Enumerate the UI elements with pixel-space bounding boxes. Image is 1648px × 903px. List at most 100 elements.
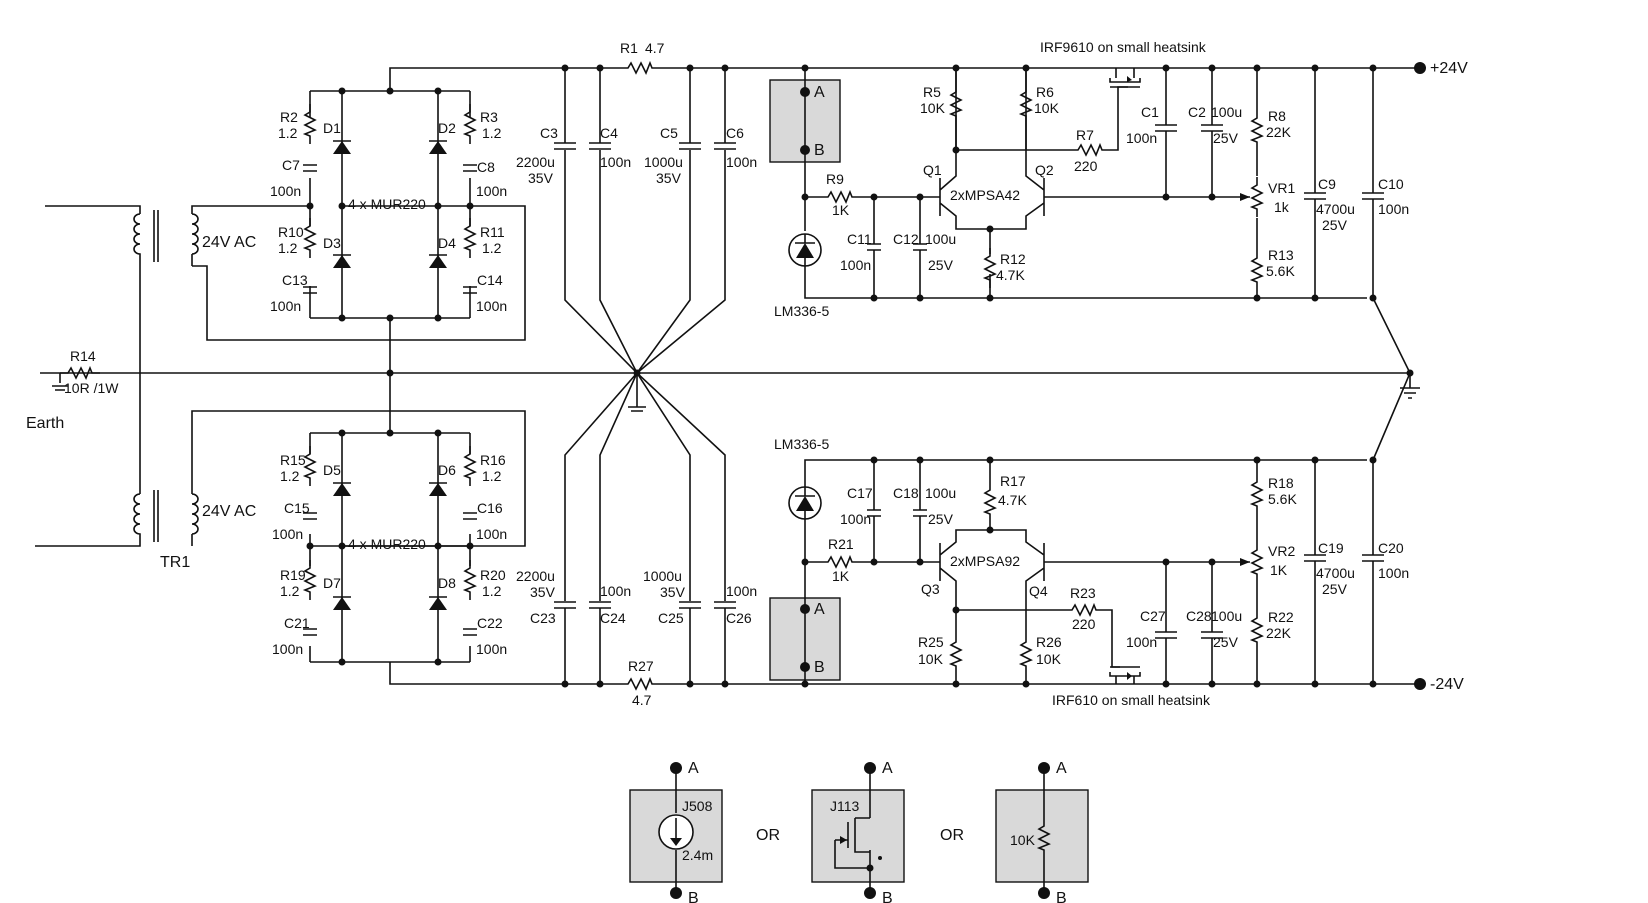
pos-mosfet-label: IRF9610 on small heatsink <box>1040 39 1207 55</box>
r25-name: R25 <box>918 634 944 650</box>
c9-name: C9 <box>1318 176 1336 192</box>
r20-name: R20 <box>480 567 506 583</box>
c12-v1: 100u <box>925 231 956 247</box>
r2-value: 1.2 <box>278 125 298 141</box>
or-label-2: OR <box>940 827 964 844</box>
neg-rail-label: -24V <box>1430 676 1464 693</box>
r19-value: 1.2 <box>280 583 300 599</box>
c18-v2: 25V <box>928 511 954 527</box>
d1: D1 <box>323 120 341 136</box>
sec-top-label: 24V AC <box>202 234 256 251</box>
r27-name: R27 <box>628 658 654 674</box>
c11-value: 100n <box>840 257 871 273</box>
c14-value: 100n <box>476 298 507 314</box>
c17-name: C17 <box>847 485 873 501</box>
bottom-bridge: 4 x MUR220 D5 D6 D7 D8 R15 1.2 R16 1.2 C… <box>272 369 555 685</box>
r10-name: R10 <box>278 224 304 240</box>
c24-value: 100n <box>600 583 631 599</box>
top-bridge: 4 x MUR220 D1 D2 D3 D4 R2 1.2 R3 1.2 C7 … <box>192 67 555 433</box>
pos-module-a: A <box>814 84 825 101</box>
r19-name: R19 <box>280 567 306 583</box>
vr2-value: 1K <box>1270 562 1288 578</box>
negative-regulator: A B R21 1K LM336-5 C17 100n C18 100u 25V… <box>769 369 1464 708</box>
neg-mosfet-label: IRF610 on small heatsink <box>1052 692 1211 708</box>
c28-v1: 100u <box>1211 608 1242 624</box>
r21-value: 1K <box>832 568 850 584</box>
vr1-name: VR1 <box>1268 180 1295 196</box>
pos-pair-label: 2xMPSA42 <box>950 187 1020 203</box>
r14-name: R14 <box>70 348 96 364</box>
c25-v2: 35V <box>660 584 686 600</box>
c12-v2: 25V <box>928 257 954 273</box>
neg-pair-label: 2xMPSA92 <box>950 553 1020 569</box>
r14-value: 10R /1W <box>64 380 119 396</box>
vr1-value: 1k <box>1274 199 1290 215</box>
c7-value: 100n <box>270 183 301 199</box>
opt2-pin-a: A <box>882 760 893 777</box>
r5-value: 10K <box>920 100 946 116</box>
r3-value: 1.2 <box>482 125 502 141</box>
c4-name: C4 <box>600 125 618 141</box>
earth-label: Earth <box>26 415 64 432</box>
c26-value: 100n <box>726 583 757 599</box>
c5-name: C5 <box>660 125 678 141</box>
r9-value: 1K <box>832 202 850 218</box>
c10-name: C10 <box>1378 176 1404 192</box>
c21-value: 100n <box>272 641 303 657</box>
r22-name: R22 <box>1268 609 1294 625</box>
r5-name: R5 <box>923 84 941 100</box>
c18-v1: 100u <box>925 485 956 501</box>
filter-section: R1 4.7 R27 4.7 C3 2200u 35V C4 100n C5 1… <box>516 40 1400 708</box>
transformer: 24V AC 24V AC TR1 <box>35 205 526 571</box>
c1-name: C1 <box>1141 104 1159 120</box>
r16-name: R16 <box>480 452 506 468</box>
c23-v2: 35V <box>530 584 556 600</box>
positive-regulator: A B R9 1K LM336-5 C11 100n C12 100u 25V … <box>769 39 1468 374</box>
opt1-pin-b: B <box>688 890 699 903</box>
r8-value: 22K <box>1266 124 1292 140</box>
c15-name: C15 <box>284 500 310 516</box>
d5: D5 <box>323 462 341 478</box>
opt1-value: 2.4m <box>682 847 713 863</box>
r10-value: 1.2 <box>278 240 298 256</box>
sec-bottom-label: 24V AC <box>202 503 256 520</box>
c3-name: C3 <box>540 125 558 141</box>
c2-name: C2 <box>1188 104 1206 120</box>
option-10k: A B 10K <box>995 760 1089 903</box>
c21-name: C21 <box>284 615 310 631</box>
c27-name: C27 <box>1140 608 1166 624</box>
q1-label: Q1 <box>923 162 942 178</box>
c16-name: C16 <box>477 500 503 516</box>
r18-name: R18 <box>1268 475 1294 491</box>
r1-name: R1 <box>620 40 638 56</box>
q3-label: Q3 <box>921 581 940 597</box>
c12-name: C12 <box>893 231 919 247</box>
pos-rail-label: +24V <box>1430 60 1468 77</box>
c8-name: C8 <box>477 159 495 175</box>
c9-v1: 4700u <box>1316 201 1355 217</box>
c17-value: 100n <box>840 511 871 527</box>
c19-name: C19 <box>1318 540 1344 556</box>
c9-v2: 25V <box>1322 217 1348 233</box>
c22-name: C22 <box>477 615 503 631</box>
c14-name: C14 <box>477 272 503 288</box>
r21-name: R21 <box>828 536 854 552</box>
opt2-name: J113 <box>830 798 860 814</box>
r12-value: 4.7K <box>996 267 1025 283</box>
bridge-top-label: 4 x MUR220 <box>348 196 426 212</box>
c5-v2: 35V <box>656 170 682 186</box>
r2-name: R2 <box>280 109 298 125</box>
r23-value: 220 <box>1072 616 1096 632</box>
d4: D4 <box>438 235 456 251</box>
r7-value: 220 <box>1074 158 1098 174</box>
d8: D8 <box>438 575 456 591</box>
r11-value: 1.2 <box>482 240 502 256</box>
d2: D2 <box>438 120 456 136</box>
c25-name: C25 <box>658 610 684 626</box>
d6: D6 <box>438 462 456 478</box>
c13-name: C13 <box>282 272 308 288</box>
pos-ref-label: LM336-5 <box>774 303 829 319</box>
c20-value: 100n <box>1378 565 1409 581</box>
c25-v1: 1000u <box>643 568 682 584</box>
